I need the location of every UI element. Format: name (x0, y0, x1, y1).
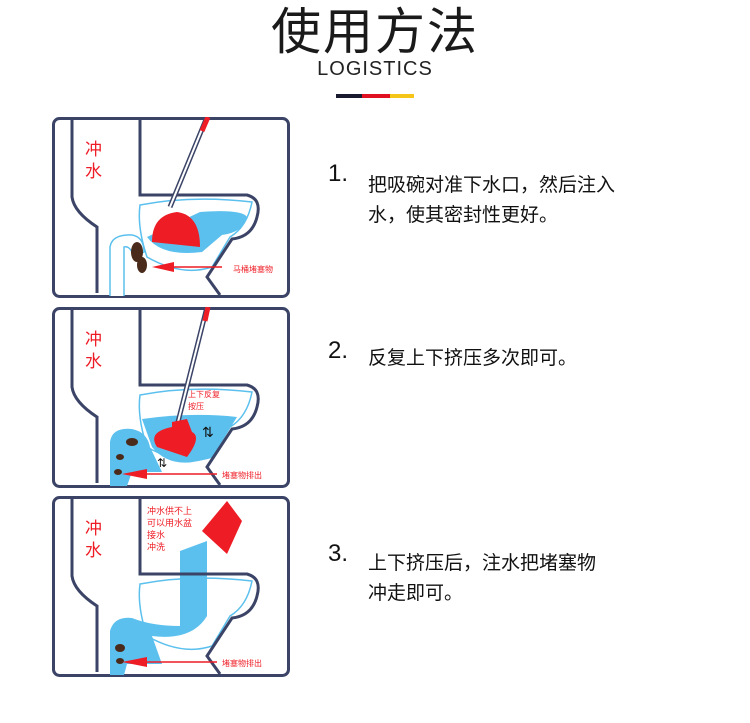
illustration-step-2: ⇅ ⇅ 冲 水 上下反复 按压 堵塞物排出 (52, 306, 290, 488)
arrow-label: 马桶堵塞物 (233, 264, 273, 274)
step-line: 反复上下挤压多次即可。 (368, 347, 578, 369)
note-line: 冲水供不上 (147, 505, 192, 517)
step-number: 3. (328, 540, 349, 567)
step-number: 2. (328, 337, 349, 364)
note-line: 接水 (147, 529, 165, 541)
step-line: 上下挤压后，注水把堵塞物 (368, 552, 597, 574)
step-line: 冲走即可。 (368, 582, 464, 604)
arrow-label: 堵塞物排出 (222, 470, 262, 480)
action-label: 按压 (188, 401, 204, 411)
toilet-outline (70, 120, 260, 296)
tank-label: 冲 (85, 330, 102, 350)
water-basin-icon (202, 501, 242, 554)
accent-bar-red (362, 94, 390, 98)
tank-label: 水 (85, 541, 102, 561)
page-subtitle: LOGISTICS (317, 58, 433, 80)
page-title: 使用方法 (271, 3, 479, 61)
step-text: 上下挤压后，注水把堵塞物 冲走即可。 (368, 548, 678, 608)
plunger-cup (154, 419, 196, 457)
note-line: 冲洗 (147, 541, 165, 553)
plunger-cup (152, 212, 200, 247)
step-text: 把吸碗对准下水口，然后注入 水，使其密封性更好。 (368, 170, 678, 230)
step-line: 把吸碗对准下水口，然后注入 (368, 174, 616, 196)
note-line: 可以用水盆 (147, 517, 192, 529)
accent-bar-yellow (390, 94, 414, 98)
action-label: 上下反复 (188, 389, 220, 399)
svg-text:⇅: ⇅ (157, 456, 167, 470)
arrow-label: 堵塞物排出 (222, 658, 262, 668)
step-number: 1. (328, 160, 349, 187)
blockage-icon (131, 242, 147, 273)
accent-bar-black (336, 94, 362, 98)
tank-label: 水 (85, 352, 102, 372)
blockage-icon (114, 438, 138, 475)
tank-label: 冲 (85, 140, 102, 160)
step-line: 水，使其密封性更好。 (368, 204, 559, 226)
tank-label: 水 (85, 162, 102, 182)
tank-label: 冲 (85, 519, 102, 539)
svg-text:⇅: ⇅ (202, 425, 214, 441)
illustration-step-3: 冲 水 冲水供不上 可以用水盆 接水 冲洗 堵塞物排出 (52, 496, 290, 677)
drain-water (110, 428, 162, 486)
step-text: 反复上下挤压多次即可。 (368, 343, 678, 373)
blockage-icon (115, 644, 125, 664)
illustration-step-1: 冲 水 马桶堵塞物 (52, 116, 290, 298)
